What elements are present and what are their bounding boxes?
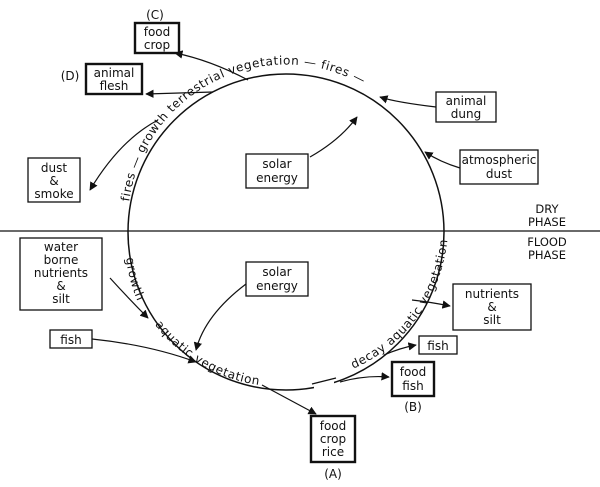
svg-text:animal: animal (94, 66, 135, 80)
svg-text:silt: silt (52, 292, 70, 306)
cycle-ring (127, 73, 445, 391)
svg-text:dust: dust (41, 161, 67, 175)
svg-text:crop: crop (320, 432, 346, 446)
svg-text:animal: animal (446, 94, 487, 108)
label-a: (A) (324, 467, 342, 481)
svg-text:DRY: DRY (535, 202, 559, 216)
svg-text:food: food (320, 419, 347, 433)
svg-text:smoke: smoke (34, 187, 73, 201)
svg-text:nutrients: nutrients (465, 287, 519, 301)
svg-text:fish: fish (402, 379, 423, 393)
dry-phase-label: DRY PHASE (528, 202, 566, 229)
arrow-from-atmospheric-dust (424, 151, 461, 169)
arrow-from-fish-left (91, 338, 197, 364)
solar-energy-dry-box: solar energy (245, 153, 309, 189)
atmospheric-dust-box: atmospheric dust (459, 149, 539, 185)
animal-dung-box: animal dung (435, 91, 497, 123)
arrow-from-water-nutrients (109, 277, 149, 319)
nutrients-silt-box: nutrients & silt (452, 283, 532, 331)
svg-text:food: food (400, 365, 427, 379)
svg-text:PHASE: PHASE (528, 215, 566, 229)
ring-label-top: fires — growth terrestrial vegetation — … (118, 53, 368, 202)
arrow-to-food-crop-rice (261, 384, 317, 415)
svg-text:FLOOD: FLOOD (527, 235, 567, 249)
svg-text:flesh: flesh (100, 79, 129, 93)
svg-text:&: & (49, 174, 58, 188)
fish-right-box: fish (418, 335, 458, 355)
svg-text:PHASE: PHASE (528, 248, 566, 262)
ring-gap-mark (311, 377, 337, 385)
svg-text:nutrients: nutrients (34, 266, 88, 280)
fish-left-box: fish (49, 329, 93, 349)
svg-text:fish: fish (60, 333, 81, 347)
svg-text:solar: solar (262, 157, 291, 171)
arrow-from-animal-dung (379, 95, 437, 108)
svg-text:food: food (144, 25, 171, 39)
svg-text:dust: dust (486, 167, 512, 181)
arrow-solar-flood (193, 283, 247, 351)
arrow-to-dust-smoke (89, 119, 159, 191)
arrow-to-fish-right (383, 342, 417, 356)
svg-text:energy: energy (256, 279, 298, 293)
svg-text:crop: crop (144, 38, 170, 52)
svg-text:&: & (56, 279, 65, 293)
animal-flesh-box: animal flesh (84, 62, 144, 96)
arrow-to-food-crop (174, 50, 249, 81)
label-d: (D) (61, 69, 80, 83)
svg-text:atmospheric: atmospheric (462, 153, 537, 167)
label-c: (C) (146, 8, 164, 22)
ring-gap (314, 376, 334, 396)
svg-text:borne: borne (44, 253, 79, 267)
svg-text:rice: rice (322, 445, 344, 459)
food-crop-rice-box: food crop rice (309, 414, 357, 464)
svg-text:water: water (44, 240, 78, 254)
arrow-to-animal-flesh (145, 89, 214, 98)
svg-text:silt: silt (483, 313, 501, 327)
food-fish-box: food fish (390, 360, 436, 398)
food-crop-box: food crop (133, 21, 181, 55)
svg-text:energy: energy (256, 171, 298, 185)
svg-text:solar: solar (262, 265, 291, 279)
arrow-solar-dry (309, 116, 358, 158)
arrow-to-nutrients-silt (411, 299, 451, 309)
flood-phase-label: FLOOD PHASE (527, 235, 567, 262)
svg-text:dung: dung (451, 107, 481, 121)
solar-energy-flood-box: solar energy (245, 261, 309, 297)
label-b: (B) (404, 400, 422, 414)
water-nutrients-box: water borne nutrients & silt (19, 237, 103, 311)
svg-text:&: & (487, 300, 496, 314)
arrow-to-food-fish (339, 372, 390, 383)
dust-smoke-box: dust & smoke (27, 157, 81, 203)
svg-text:fish: fish (427, 339, 448, 353)
